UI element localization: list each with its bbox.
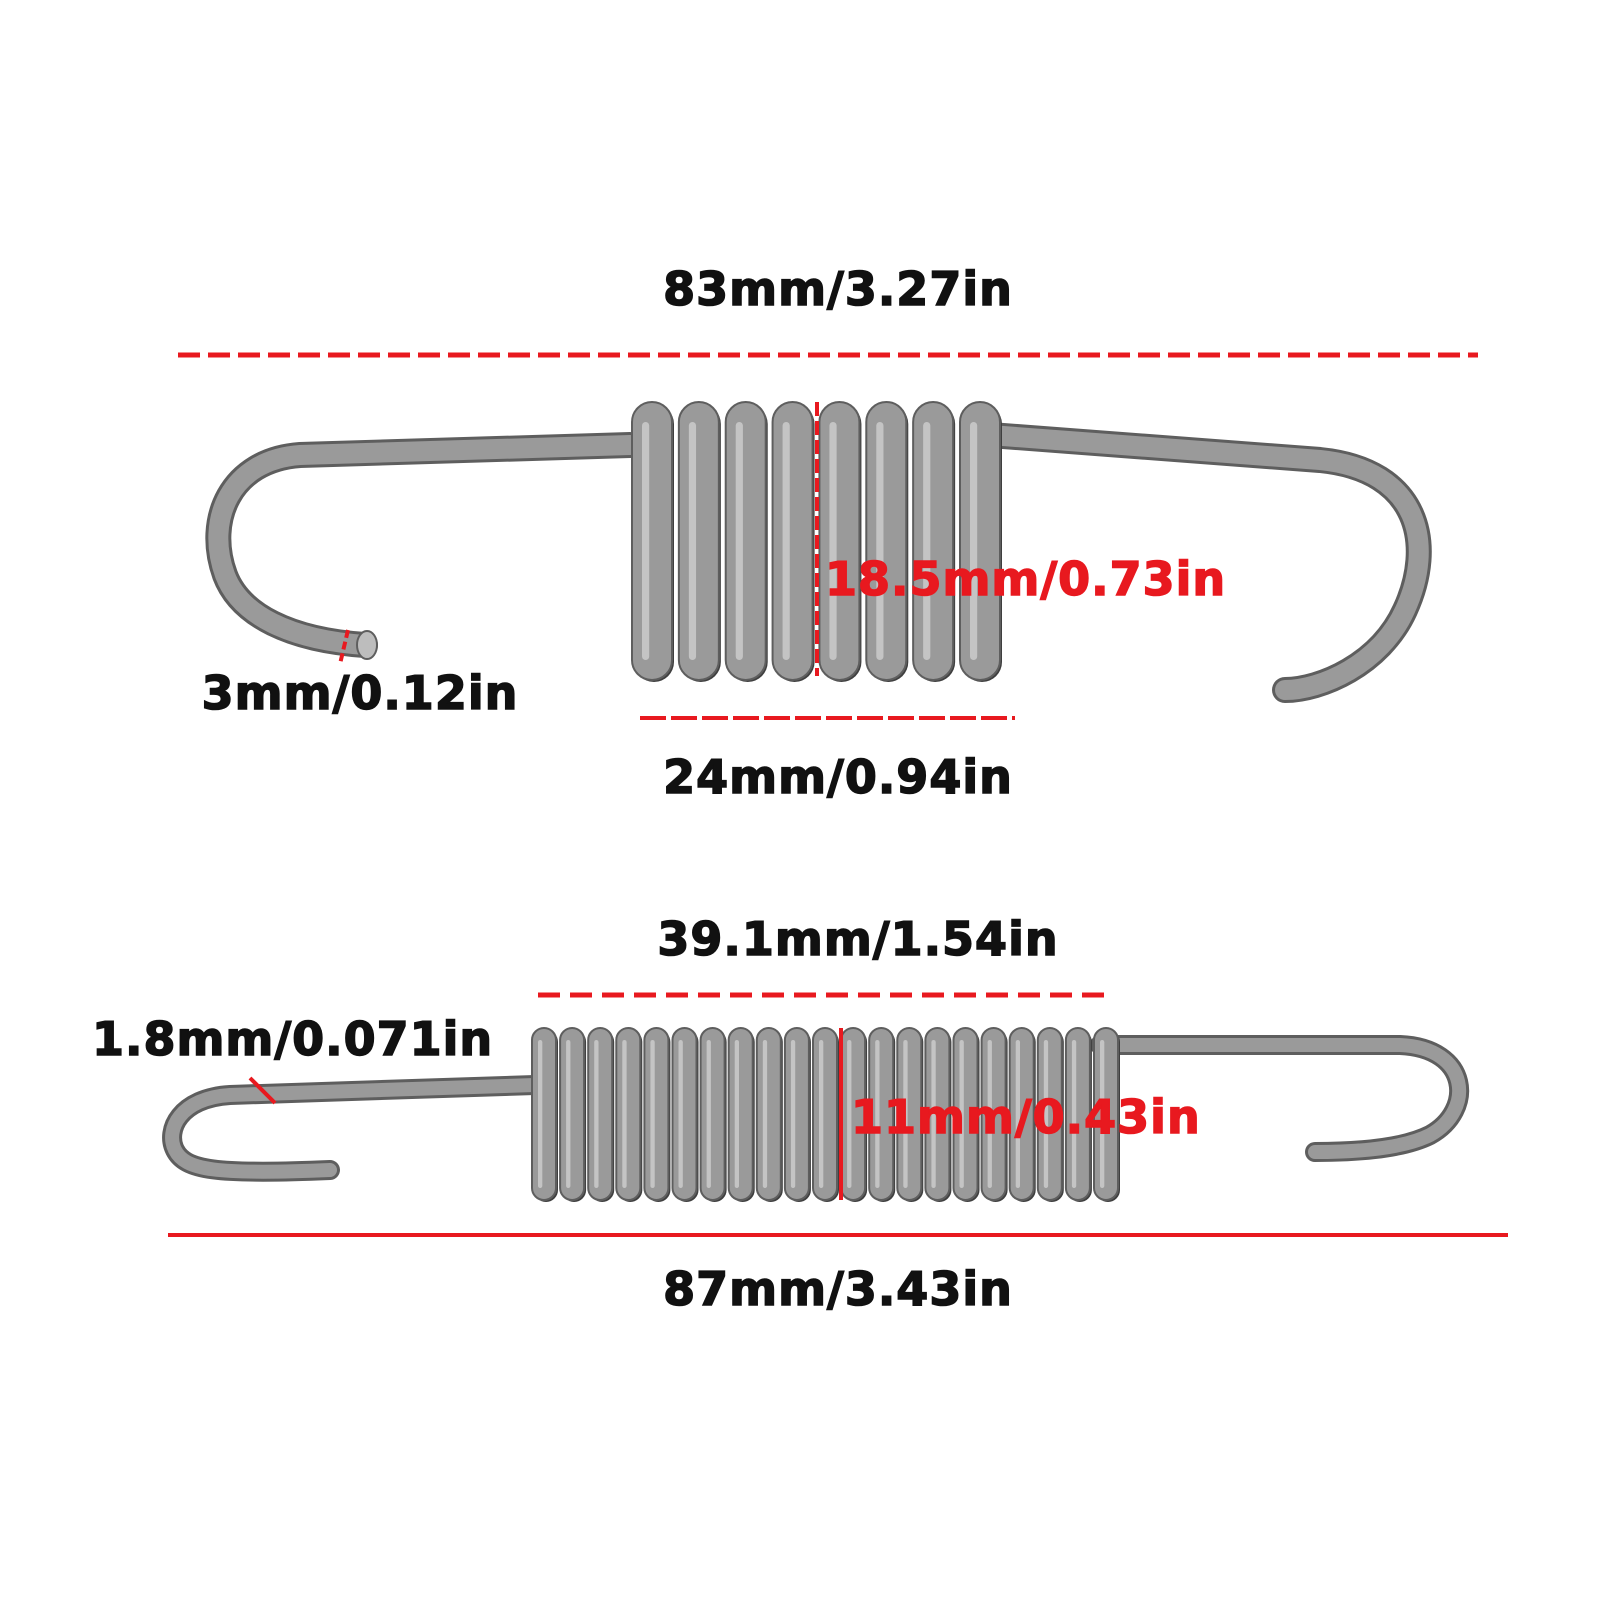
spring-small bbox=[162, 1027, 1470, 1202]
spring-large-coil-highlight bbox=[735, 422, 743, 660]
large-overall-length-label: 83mm/3.27in bbox=[662, 261, 1013, 317]
spring-small-coil-highlight bbox=[790, 1040, 796, 1188]
small-wire-dimension-line bbox=[248, 1076, 277, 1105]
spring-small-coil bbox=[783, 1027, 810, 1201]
spring-small-coil-highlight bbox=[566, 1040, 571, 1188]
spring-large-left-hook bbox=[205, 432, 643, 658]
spring-large-coil bbox=[818, 401, 861, 681]
spring-small-coils bbox=[531, 1027, 1120, 1202]
spring-small-coil-highlight bbox=[1015, 1040, 1021, 1188]
spring-small-coil bbox=[615, 1027, 642, 1201]
spring-small-coil-highlight bbox=[706, 1040, 711, 1188]
spring-small-coil-highlight bbox=[1100, 1040, 1105, 1188]
spring-large-coil bbox=[865, 401, 908, 681]
spring-small-coil-highlight bbox=[847, 1040, 852, 1188]
spring-large-coil-highlight bbox=[688, 422, 697, 660]
spring-large-coil-highlight bbox=[876, 422, 884, 660]
spring-small-coil-highlight bbox=[538, 1040, 543, 1188]
large-wire-diameter-label: 3mm/0.12in bbox=[201, 665, 519, 721]
spring-small-coil-highlight bbox=[594, 1040, 599, 1188]
spring-small-coil-highlight bbox=[903, 1040, 908, 1188]
spring-large-coil-highlight bbox=[642, 422, 650, 660]
spring-small-coil-highlight bbox=[622, 1040, 627, 1188]
spring-small-coil bbox=[755, 1027, 782, 1201]
spring-small-coil-highlight bbox=[734, 1040, 740, 1188]
spring-small-coil bbox=[587, 1027, 614, 1201]
spring-small-coil bbox=[531, 1027, 557, 1201]
large-outer-diameter-label: 18.5mm/0.73in bbox=[824, 551, 1227, 607]
spring-large-coils bbox=[631, 401, 1002, 682]
spring-small-coil-highlight bbox=[762, 1040, 768, 1188]
spring-large-coil bbox=[631, 401, 673, 681]
spring-small-coil-highlight bbox=[1071, 1040, 1077, 1188]
large-wire-dimension-line bbox=[338, 629, 350, 665]
spring-large-coil-highlight bbox=[970, 422, 978, 660]
large-body-length-label: 24mm/0.94in bbox=[662, 749, 1013, 805]
spring-small-coil bbox=[559, 1027, 586, 1201]
small-overall-length-label: 87mm/3.43in bbox=[662, 1261, 1013, 1317]
spring-small-coil bbox=[643, 1027, 670, 1201]
spring-large-coil-highlight bbox=[923, 422, 931, 660]
spring-large-coil bbox=[771, 401, 814, 681]
spring-small-coil-highlight bbox=[875, 1040, 880, 1188]
spring-small-coil bbox=[812, 1027, 838, 1201]
spring-large-coil bbox=[959, 401, 1001, 681]
small-body-length-label: 39.1mm/1.54in bbox=[657, 911, 1059, 967]
spring-small-coil-highlight bbox=[678, 1040, 683, 1188]
spring-large bbox=[205, 401, 1432, 703]
spring-small-coil-highlight bbox=[819, 1040, 824, 1188]
spring-large-coil bbox=[677, 401, 720, 681]
small-outer-diameter-label: 11mm/0.43in bbox=[850, 1089, 1201, 1145]
spring-large-coil bbox=[912, 401, 955, 681]
spring-small-coil bbox=[671, 1027, 698, 1201]
spring-large-wire-end bbox=[356, 630, 378, 660]
small-wire-diameter-label: 1.8mm/0.071in bbox=[91, 1011, 494, 1067]
spring-small-coil-highlight bbox=[959, 1040, 964, 1188]
spring-small-coil bbox=[699, 1027, 726, 1201]
spring-small-coil-highlight bbox=[931, 1040, 936, 1188]
spring-large-coil-highlight bbox=[829, 422, 837, 660]
spring-large-coil-highlight bbox=[782, 422, 790, 660]
spring-small-coil-highlight bbox=[650, 1040, 655, 1188]
spring-small-coil bbox=[727, 1027, 754, 1201]
spring-small-coil-highlight bbox=[987, 1040, 992, 1188]
spring-small-coil-highlight bbox=[1043, 1040, 1049, 1188]
spring-large-coil bbox=[724, 401, 767, 681]
